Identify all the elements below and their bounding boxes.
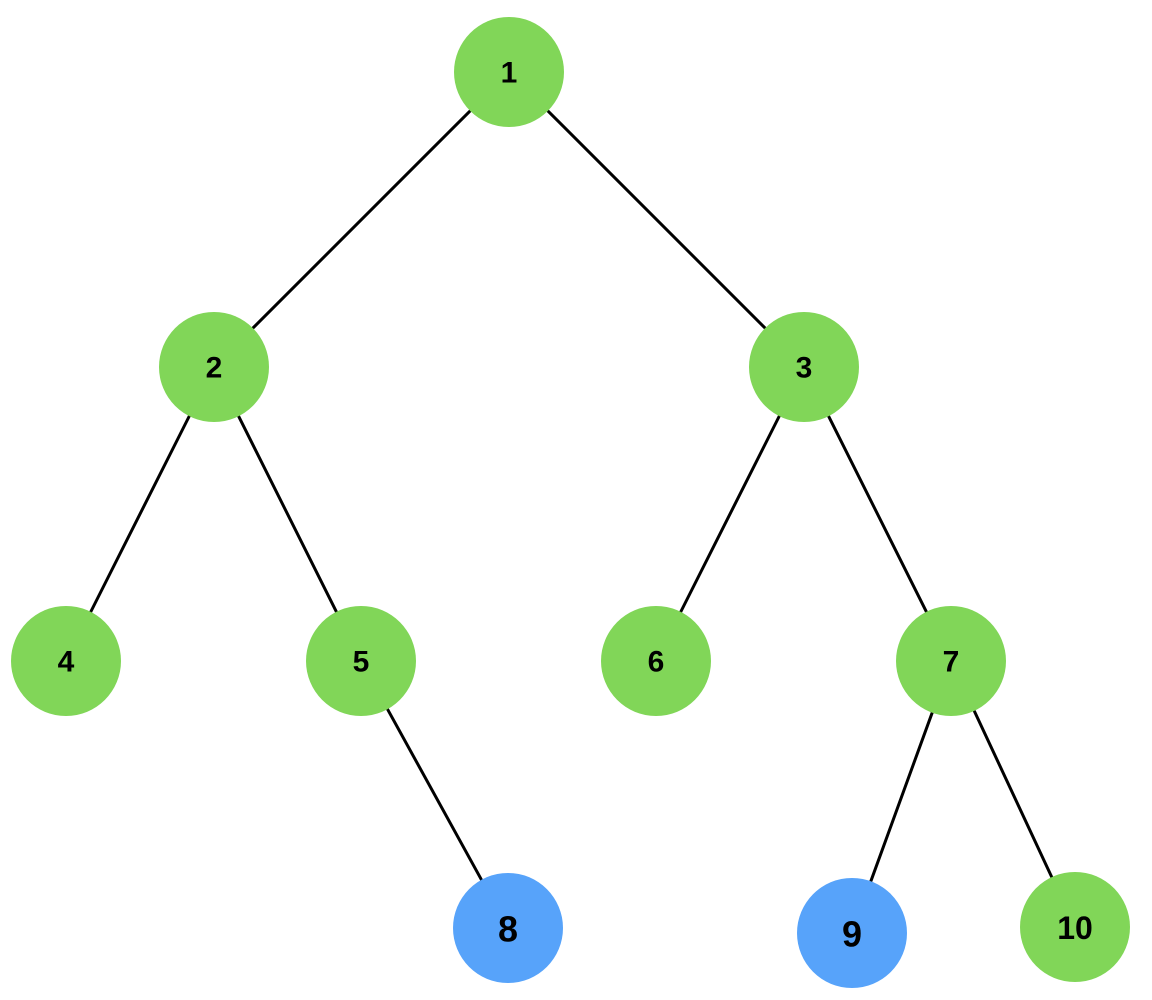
- node-label: 10: [1057, 910, 1093, 946]
- node-label: 8: [498, 909, 518, 950]
- node-circle: [601, 606, 711, 716]
- tree-node-10: 10: [1020, 872, 1130, 982]
- node-circle: [749, 312, 859, 422]
- edge-n1-n2: [251, 109, 472, 330]
- edge-n2-n5: [237, 414, 338, 614]
- tree-node-1: 1: [454, 17, 564, 127]
- tree-node-5: 5: [306, 606, 416, 716]
- tree-node-2: 2: [159, 312, 269, 422]
- edge-n3-n7: [827, 414, 928, 614]
- tree-node-9: 9: [797, 878, 907, 988]
- tree-node-4: 4: [11, 606, 121, 716]
- tree-node-3: 3: [749, 312, 859, 422]
- edge-n7-n10: [972, 709, 1054, 879]
- node-circle: [159, 312, 269, 422]
- node-label: 4: [58, 646, 75, 679]
- edge-n2-n4: [89, 414, 191, 614]
- node-label: 6: [648, 646, 665, 679]
- node-circle: [11, 606, 121, 716]
- node-label: 5: [353, 646, 370, 679]
- tree-node-8: 8: [453, 873, 563, 983]
- edge-n7-n9: [869, 711, 934, 883]
- tree-edges: [89, 109, 1054, 883]
- node-circle: [454, 17, 564, 127]
- tree-node-7: 7: [896, 606, 1006, 716]
- node-label: 3: [796, 352, 813, 385]
- node-circle: [306, 606, 416, 716]
- edge-n1-n3: [546, 109, 767, 330]
- tree-nodes: 1 2 3 4 5 6 7 8 9 10: [11, 17, 1130, 988]
- node-label: 2: [206, 352, 223, 385]
- node-circle: [896, 606, 1006, 716]
- edge-n5-n8: [386, 707, 483, 882]
- edge-n3-n6: [679, 414, 781, 614]
- node-circle: [453, 873, 563, 983]
- node-circle: [797, 878, 907, 988]
- node-circle: [1020, 872, 1130, 982]
- node-label: 7: [943, 646, 960, 679]
- node-label: 1: [501, 57, 518, 90]
- tree-node-6: 6: [601, 606, 711, 716]
- node-label: 9: [842, 914, 862, 955]
